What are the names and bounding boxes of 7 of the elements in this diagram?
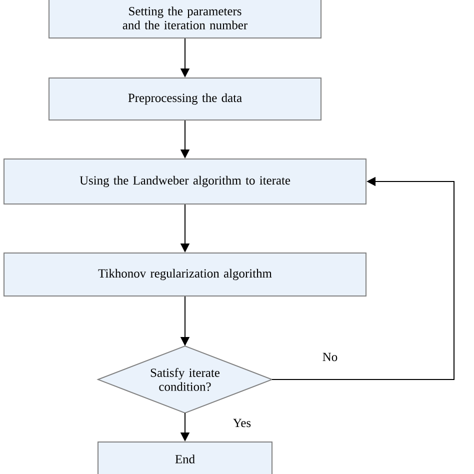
process-box: Tikhonov regularization algorithm	[4, 252, 366, 296]
edge-label: No	[322, 352, 338, 362]
process-box: Setting the parameters and the iteration number	[48, 0, 322, 38]
process-box: Using the Landweber algorithm to iterate	[4, 158, 366, 204]
process-box: Preprocessing the data	[48, 78, 322, 120]
edge-label: Yes	[233, 418, 251, 428]
process-box: End	[98, 442, 272, 474]
